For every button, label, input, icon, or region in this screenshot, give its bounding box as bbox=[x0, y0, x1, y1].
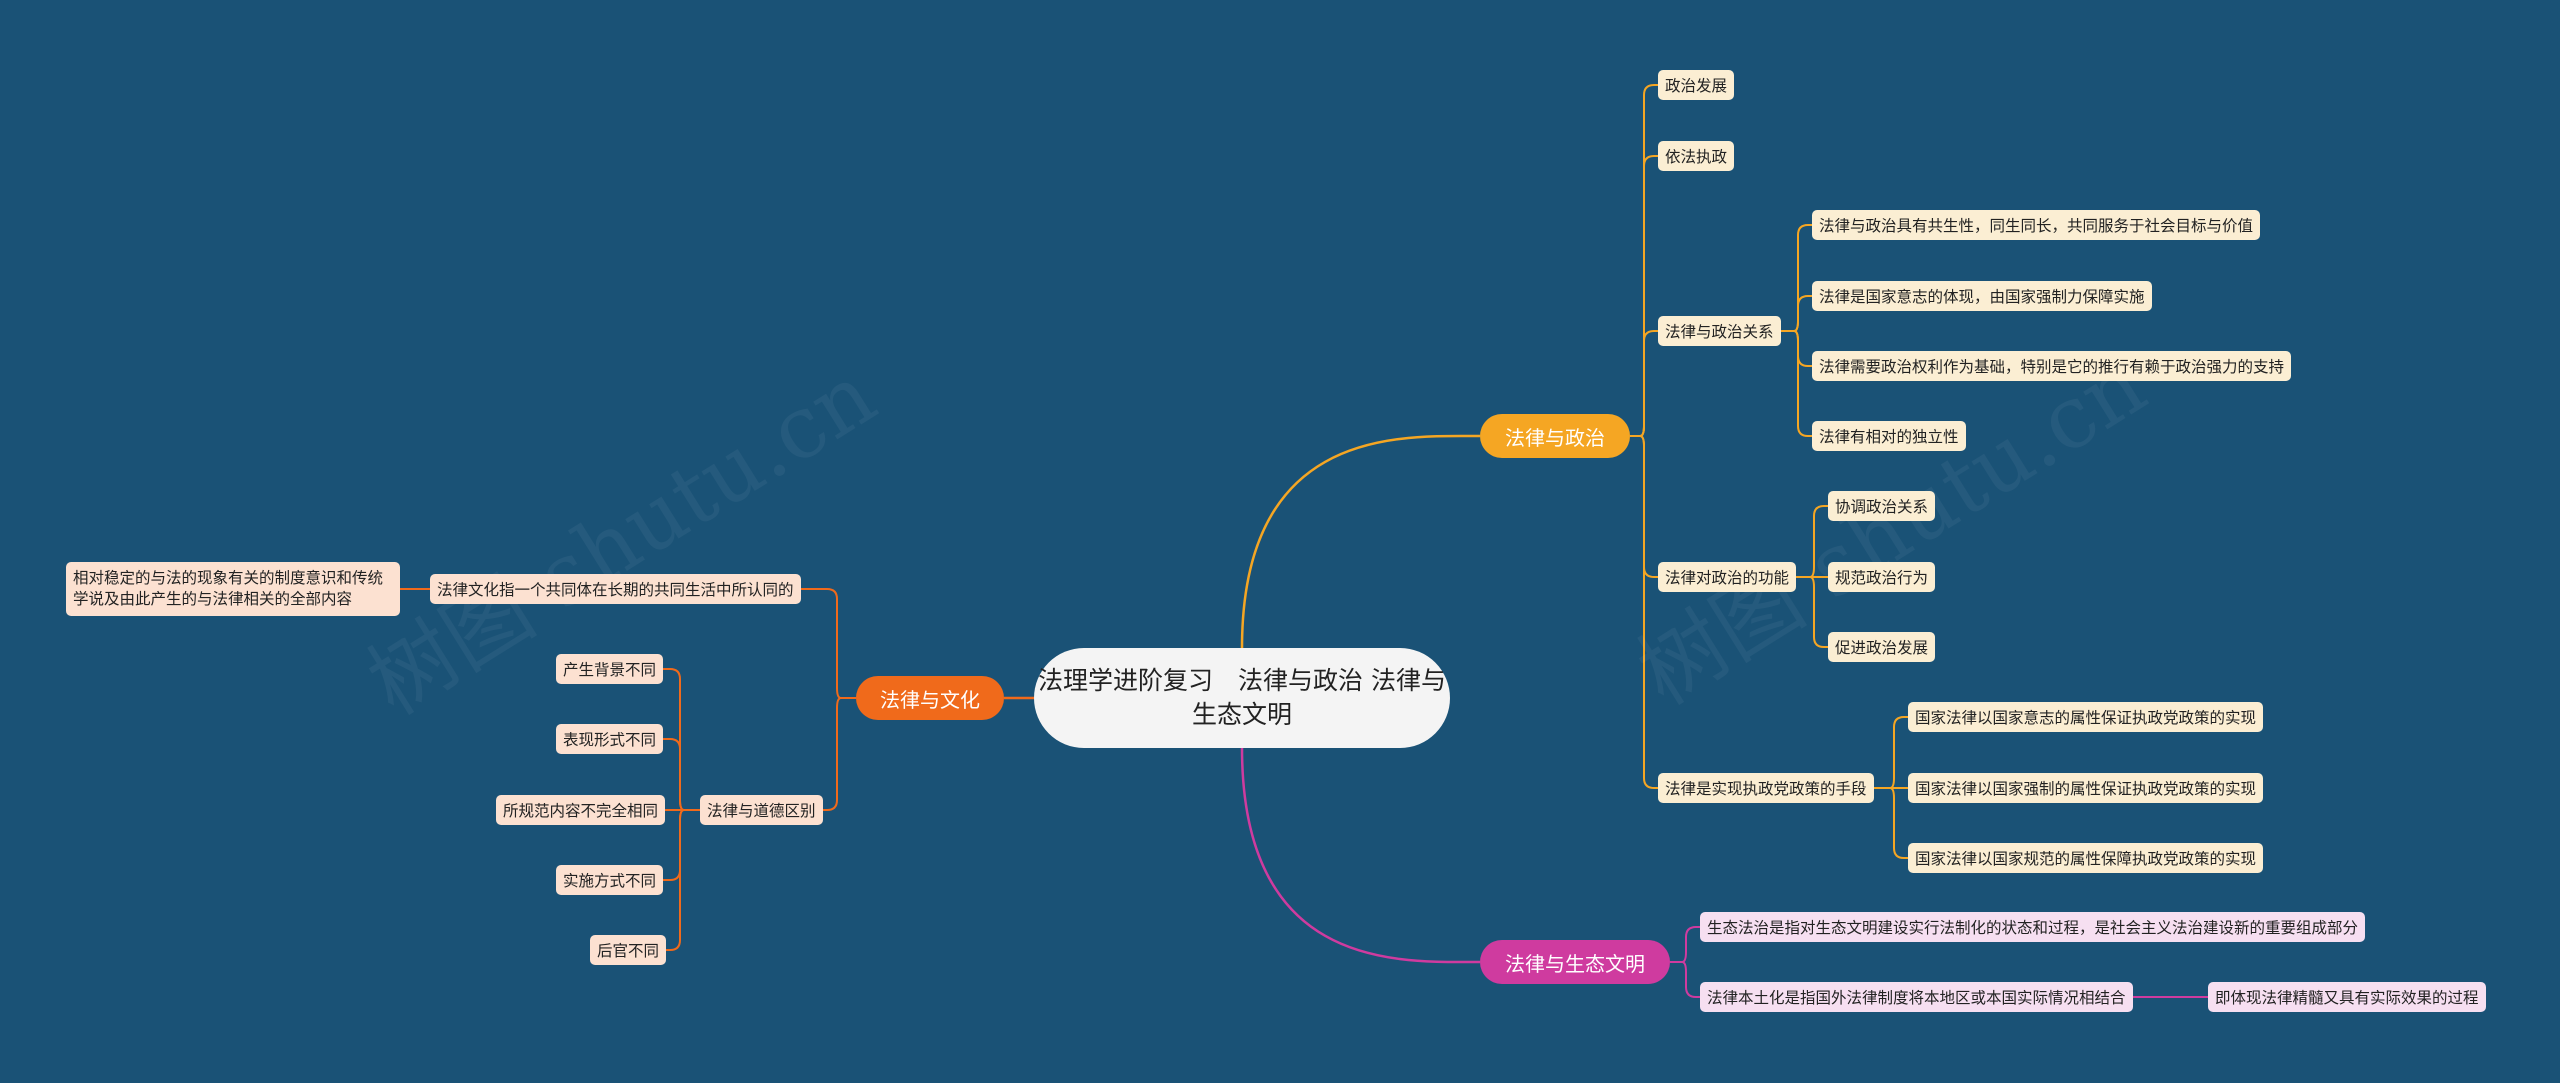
leaf-label: 实施方式不同 bbox=[563, 872, 657, 890]
leaf-label: 协调政治关系 bbox=[1835, 498, 1929, 516]
leaf-policy-2[interactable]: 国家法律以国家强制的属性保证执政党政策的实现 bbox=[1908, 773, 2264, 803]
leaf-morality-4[interactable]: 实施方式不同 bbox=[556, 865, 664, 895]
leaf-relation-1[interactable]: 法律与政治具有共生性，同生同长，共同服务于社会目标与价值 bbox=[1812, 210, 2261, 240]
leaf-relation-3[interactable]: 法律需要政治权利作为基础，特别是它的推行有赖于政治强力的支持 bbox=[1812, 351, 2292, 381]
topic-label: 法律与政治关系 bbox=[1665, 323, 1774, 341]
branch-ecology[interactable]: 法律与生态文明 bbox=[1480, 940, 1670, 984]
central-topic-label: 法理学进阶复习 法律与政治 法律与生态文明 bbox=[1038, 666, 1446, 729]
leaf-label: 规范政治行为 bbox=[1835, 569, 1929, 587]
connector-leaf-function-1 bbox=[1796, 505, 1828, 578]
topic-political-development[interactable]: 政治发展 bbox=[1658, 70, 1735, 100]
connector-branch-ecology bbox=[1240, 747, 1481, 964]
branch-culture-label: 法律与文化 bbox=[880, 687, 980, 712]
leaf-function-2[interactable]: 规范政治行为 bbox=[1828, 562, 1936, 592]
topic-label: 政治发展 bbox=[1665, 77, 1728, 95]
leaf-label: 所规范内容不完全相同 bbox=[503, 802, 659, 820]
topic-label: 法律与道德区别 bbox=[707, 802, 816, 820]
leaf-label: 国家法律以国家强制的属性保证执政党政策的实现 bbox=[1915, 780, 2257, 798]
leaf-localization-effect[interactable]: 即体现法律精髓又具有实际效果的过程 bbox=[2208, 982, 2486, 1012]
leaf-label: 相对稳定的与法的现象有关的制度意识和传统学说及由此产生的与法律相关的全部内容 bbox=[73, 569, 384, 608]
topic-law-function-on-politics[interactable]: 法律对政治的功能 bbox=[1658, 562, 1797, 592]
topic-party-policy-means[interactable]: 法律是实现执政党政策的手段 bbox=[1658, 773, 1874, 803]
connector-topic-party-policy-means bbox=[1630, 435, 1658, 789]
leaf-morality-1[interactable]: 产生背景不同 bbox=[556, 654, 664, 684]
leaf-label: 表现形式不同 bbox=[563, 731, 657, 749]
leaf-label: 国家法律以国家规范的属性保障执政党政策的实现 bbox=[1915, 850, 2257, 868]
leaf-morality-2[interactable]: 表现形式不同 bbox=[556, 724, 664, 754]
branch-ecology-label: 法律与生态文明 bbox=[1505, 951, 1645, 976]
connector-branch-politics bbox=[1240, 434, 1481, 649]
connector-topic-legal-culture-definition bbox=[801, 588, 856, 699]
branch-politics[interactable]: 法律与政治 bbox=[1480, 414, 1630, 458]
leaf-legal-culture-content[interactable]: 相对稳定的与法的现象有关的制度意识和传统学说及由此产生的与法律相关的全部内容 bbox=[66, 562, 400, 616]
connector-topic-ecological-rule-of-law bbox=[1670, 926, 1700, 963]
connector-topic-law-politics-relation bbox=[1630, 330, 1658, 437]
topic-rule-by-law[interactable]: 依法执政 bbox=[1658, 141, 1735, 171]
connector-topic-law-morality-difference bbox=[823, 697, 856, 811]
topic-legal-localization[interactable]: 法律本土化是指国外法律制度将本地区或本国实际情况相结合 bbox=[1700, 982, 2133, 1012]
topic-law-politics-relation[interactable]: 法律与政治关系 bbox=[1658, 316, 1781, 346]
central-topic[interactable]: 法理学进阶复习 法律与政治 法律与生态文明 bbox=[1034, 648, 1450, 748]
topic-label: 依法执政 bbox=[1665, 148, 1728, 166]
leaf-policy-1[interactable]: 国家法律以国家意志的属性保证执政党政策的实现 bbox=[1908, 702, 2264, 732]
leaf-label: 促进政治发展 bbox=[1835, 639, 1929, 657]
branch-culture[interactable]: 法律与文化 bbox=[856, 676, 1004, 720]
topic-label: 生态法治是指对生态文明建设实行法制化的状态和过程，是社会主义法治建设新的重要组成… bbox=[1707, 919, 2359, 937]
leaf-relation-4[interactable]: 法律有相对的独立性 bbox=[1812, 421, 1966, 451]
leaf-policy-3[interactable]: 国家法律以国家规范的属性保障执政党政策的实现 bbox=[1908, 843, 2264, 873]
leaf-function-1[interactable]: 协调政治关系 bbox=[1828, 491, 1936, 521]
leaf-label: 国家法律以国家意志的属性保证执政党政策的实现 bbox=[1915, 709, 2257, 727]
connector-leaf-relation-4 bbox=[1781, 330, 1812, 437]
topic-law-morality-difference[interactable]: 法律与道德区别 bbox=[700, 795, 823, 825]
leaf-function-3[interactable]: 促进政治发展 bbox=[1828, 632, 1936, 662]
connector-leaf-relation-3 bbox=[1781, 330, 1812, 367]
topic-label: 法律本土化是指国外法律制度将本地区或本国实际情况相结合 bbox=[1707, 989, 2126, 1007]
connector-leaf-morality-4 bbox=[663, 809, 700, 881]
connector-topic-legal-localization bbox=[1670, 961, 1700, 998]
connector-leaf-policy-3 bbox=[1874, 787, 1908, 859]
branch-politics-label: 法律与政治 bbox=[1505, 425, 1605, 450]
leaf-morality-5[interactable]: 后官不同 bbox=[590, 935, 667, 965]
leaf-label: 产生背景不同 bbox=[563, 661, 657, 679]
leaf-label: 后官不同 bbox=[597, 942, 660, 960]
topic-legal-culture-definition[interactable]: 法律文化指一个共同体在长期的共同生活中所认同的 bbox=[430, 574, 801, 604]
connector-leaf-function-3 bbox=[1796, 576, 1828, 648]
leaf-label: 法律有相对的独立性 bbox=[1819, 428, 1959, 446]
connector-leaf-policy-1 bbox=[1874, 716, 1908, 789]
topic-label: 法律对政治的功能 bbox=[1665, 569, 1790, 587]
leaf-morality-3[interactable]: 所规范内容不完全相同 bbox=[496, 795, 666, 825]
leaf-label: 法律与政治具有共生性，同生同长，共同服务于社会目标与价值 bbox=[1819, 217, 2254, 235]
leaf-label: 法律需要政治权利作为基础，特别是它的推行有赖于政治强力的支持 bbox=[1819, 358, 2285, 376]
topic-label: 法律文化指一个共同体在长期的共同生活中所认同的 bbox=[437, 581, 794, 599]
connector-leaf-morality-2 bbox=[663, 738, 700, 811]
connector-leaf-relation-1 bbox=[1781, 224, 1812, 332]
leaf-relation-2[interactable]: 法律是国家意志的体现，由国家强制力保障实施 bbox=[1812, 281, 2152, 311]
connector-leaf-morality-5 bbox=[666, 809, 700, 951]
leaf-label: 法律是国家意志的体现，由国家强制力保障实施 bbox=[1819, 288, 2145, 306]
topic-label: 法律是实现执政党政策的手段 bbox=[1665, 780, 1867, 798]
topic-ecological-rule-of-law[interactable]: 生态法治是指对生态文明建设实行法制化的状态和过程，是社会主义法治建设新的重要组成… bbox=[1700, 912, 2366, 942]
connector-leaf-relation-2 bbox=[1781, 295, 1812, 332]
leaf-label: 即体现法律精髓又具有实际效果的过程 bbox=[2215, 989, 2479, 1007]
